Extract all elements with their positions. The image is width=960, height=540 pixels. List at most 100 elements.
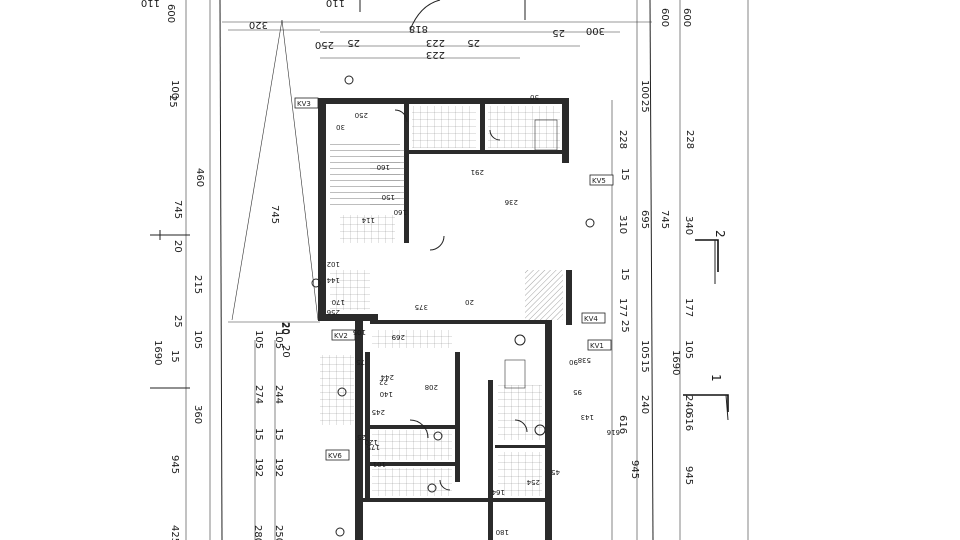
room-dimension: 144 (326, 276, 340, 284)
axis-markers (311, 75, 595, 537)
room-dimension: 75 (356, 358, 365, 366)
dimension-label: 105 (639, 340, 650, 359)
section-label: 2 (713, 230, 727, 238)
room-dimension: 101 (373, 460, 386, 468)
room-dimension: 120 (365, 438, 378, 446)
dimension-label: 20 (172, 240, 183, 253)
room-dimension: 45 (551, 468, 560, 476)
room-dimension: 254 (526, 478, 540, 486)
room-dimension: 375 (415, 303, 428, 311)
dimension-label: 100 (169, 80, 180, 99)
dimension-label: 280 (252, 525, 263, 540)
dimension-label: 745 (172, 200, 183, 219)
dimension-label: 15 (639, 360, 650, 373)
room-dimension: 175 (367, 443, 380, 451)
dimension-label: 310 (617, 215, 628, 234)
dimension-label: 105 (192, 330, 203, 349)
dimension-label: 110 (141, 0, 160, 8)
dimension-label: 745 (659, 210, 670, 229)
dimension-label: 20 (280, 345, 291, 358)
dimension-label: 600 (681, 8, 692, 27)
section-label: 1 (709, 374, 723, 382)
top-dimension-chain (320, 0, 620, 59)
dimension-label: 215 (192, 275, 203, 294)
dimension-label: 1690 (670, 350, 681, 375)
dimension-label: 600 (659, 8, 670, 27)
room-dimension: 616 (606, 428, 620, 436)
dimension-label: 105 (273, 330, 284, 349)
room-dimension: 245 (372, 408, 385, 416)
room-dimension: 164 (491, 488, 505, 496)
room-dimension: 50 (530, 93, 539, 101)
room-dimension: 105 (353, 328, 366, 336)
room-dimension: 95 (573, 388, 582, 396)
dimension-label: 616 (683, 412, 694, 431)
dimension-label: 274 (253, 385, 264, 404)
room-dimension: 140 (380, 390, 393, 398)
dimension-label: 192 (273, 458, 284, 477)
dimension-label: 177 (683, 298, 694, 317)
room-dimension: 20 (465, 298, 474, 306)
dimension-label: 818 (409, 23, 428, 34)
dimension-label: 228 (617, 130, 628, 149)
dimension-label: 177 (617, 298, 628, 317)
dimension-label: 360 (192, 405, 203, 424)
dimension-label: 25 (347, 37, 360, 48)
dimension-label: 745 (269, 205, 280, 224)
kv-tag: KV6 (328, 452, 342, 460)
dimension-label: 945 (169, 455, 180, 474)
site-boundary-lines (231, 19, 319, 321)
kv-tags: KV3 KV6 KV5 KV4 KV1 KV2 (294, 97, 614, 461)
kv-tag: KV2 (334, 332, 348, 340)
dimension-label: 695 (639, 210, 650, 229)
dimension-label: 340 (683, 216, 694, 235)
dimension-label: 616 (617, 415, 628, 434)
dimension-label: 20 (279, 322, 290, 335)
dimension-label: 15 (273, 428, 284, 441)
dimension-label: 1690 (152, 340, 163, 365)
room-dimension: 160 (394, 208, 407, 216)
dimension-label: 105 (683, 340, 694, 359)
sheet-frame (209, 0, 749, 540)
room-dimension: 538 (578, 356, 591, 364)
dimension-label: 240 (639, 395, 650, 414)
room-dimension-labels: 2503016015010217014425637520160291959075… (326, 93, 620, 536)
dimension-label: 100 (639, 80, 650, 99)
dimension-label: 300 (586, 25, 605, 36)
room-dimension: 208 (425, 383, 438, 391)
right-dimension-chain (611, 0, 681, 540)
section-marker-2: 2 (695, 230, 727, 284)
dimension-label: 25 (167, 95, 178, 108)
dimension-label: 250 (273, 525, 284, 540)
kv-tag: KV1 (590, 342, 604, 350)
kv-tag: KV4 (584, 315, 598, 323)
dimension-label: 228 (684, 130, 695, 149)
room-dimension: 236 (504, 198, 518, 206)
room-dimension: 90 (569, 358, 578, 366)
room-dimension: 22 (379, 378, 388, 386)
dimension-label: 25 (639, 100, 650, 113)
dimension-label: 250 (315, 39, 334, 50)
room-dimension: 269 (392, 333, 405, 341)
room-dimension: 30 (336, 123, 345, 131)
room-dimension: 170 (332, 298, 345, 306)
dimension-label: 15 (619, 268, 630, 281)
dimension-label: 240 (683, 395, 694, 414)
dimension-label: 945 (629, 460, 640, 479)
dimension-label: 15 (169, 350, 180, 363)
kv-tag: KV3 (297, 100, 311, 108)
dimension-label: 25 (619, 320, 630, 333)
dimension-label: 20 (280, 322, 291, 335)
dimension-label: 15 (253, 428, 264, 441)
dimension-label: 110 (326, 0, 345, 8)
room-dimension: 143 (581, 413, 594, 421)
room-dimension: 244 (380, 373, 394, 381)
dimension-label: 223 (426, 37, 445, 48)
left-dimension-chain (150, 0, 276, 540)
